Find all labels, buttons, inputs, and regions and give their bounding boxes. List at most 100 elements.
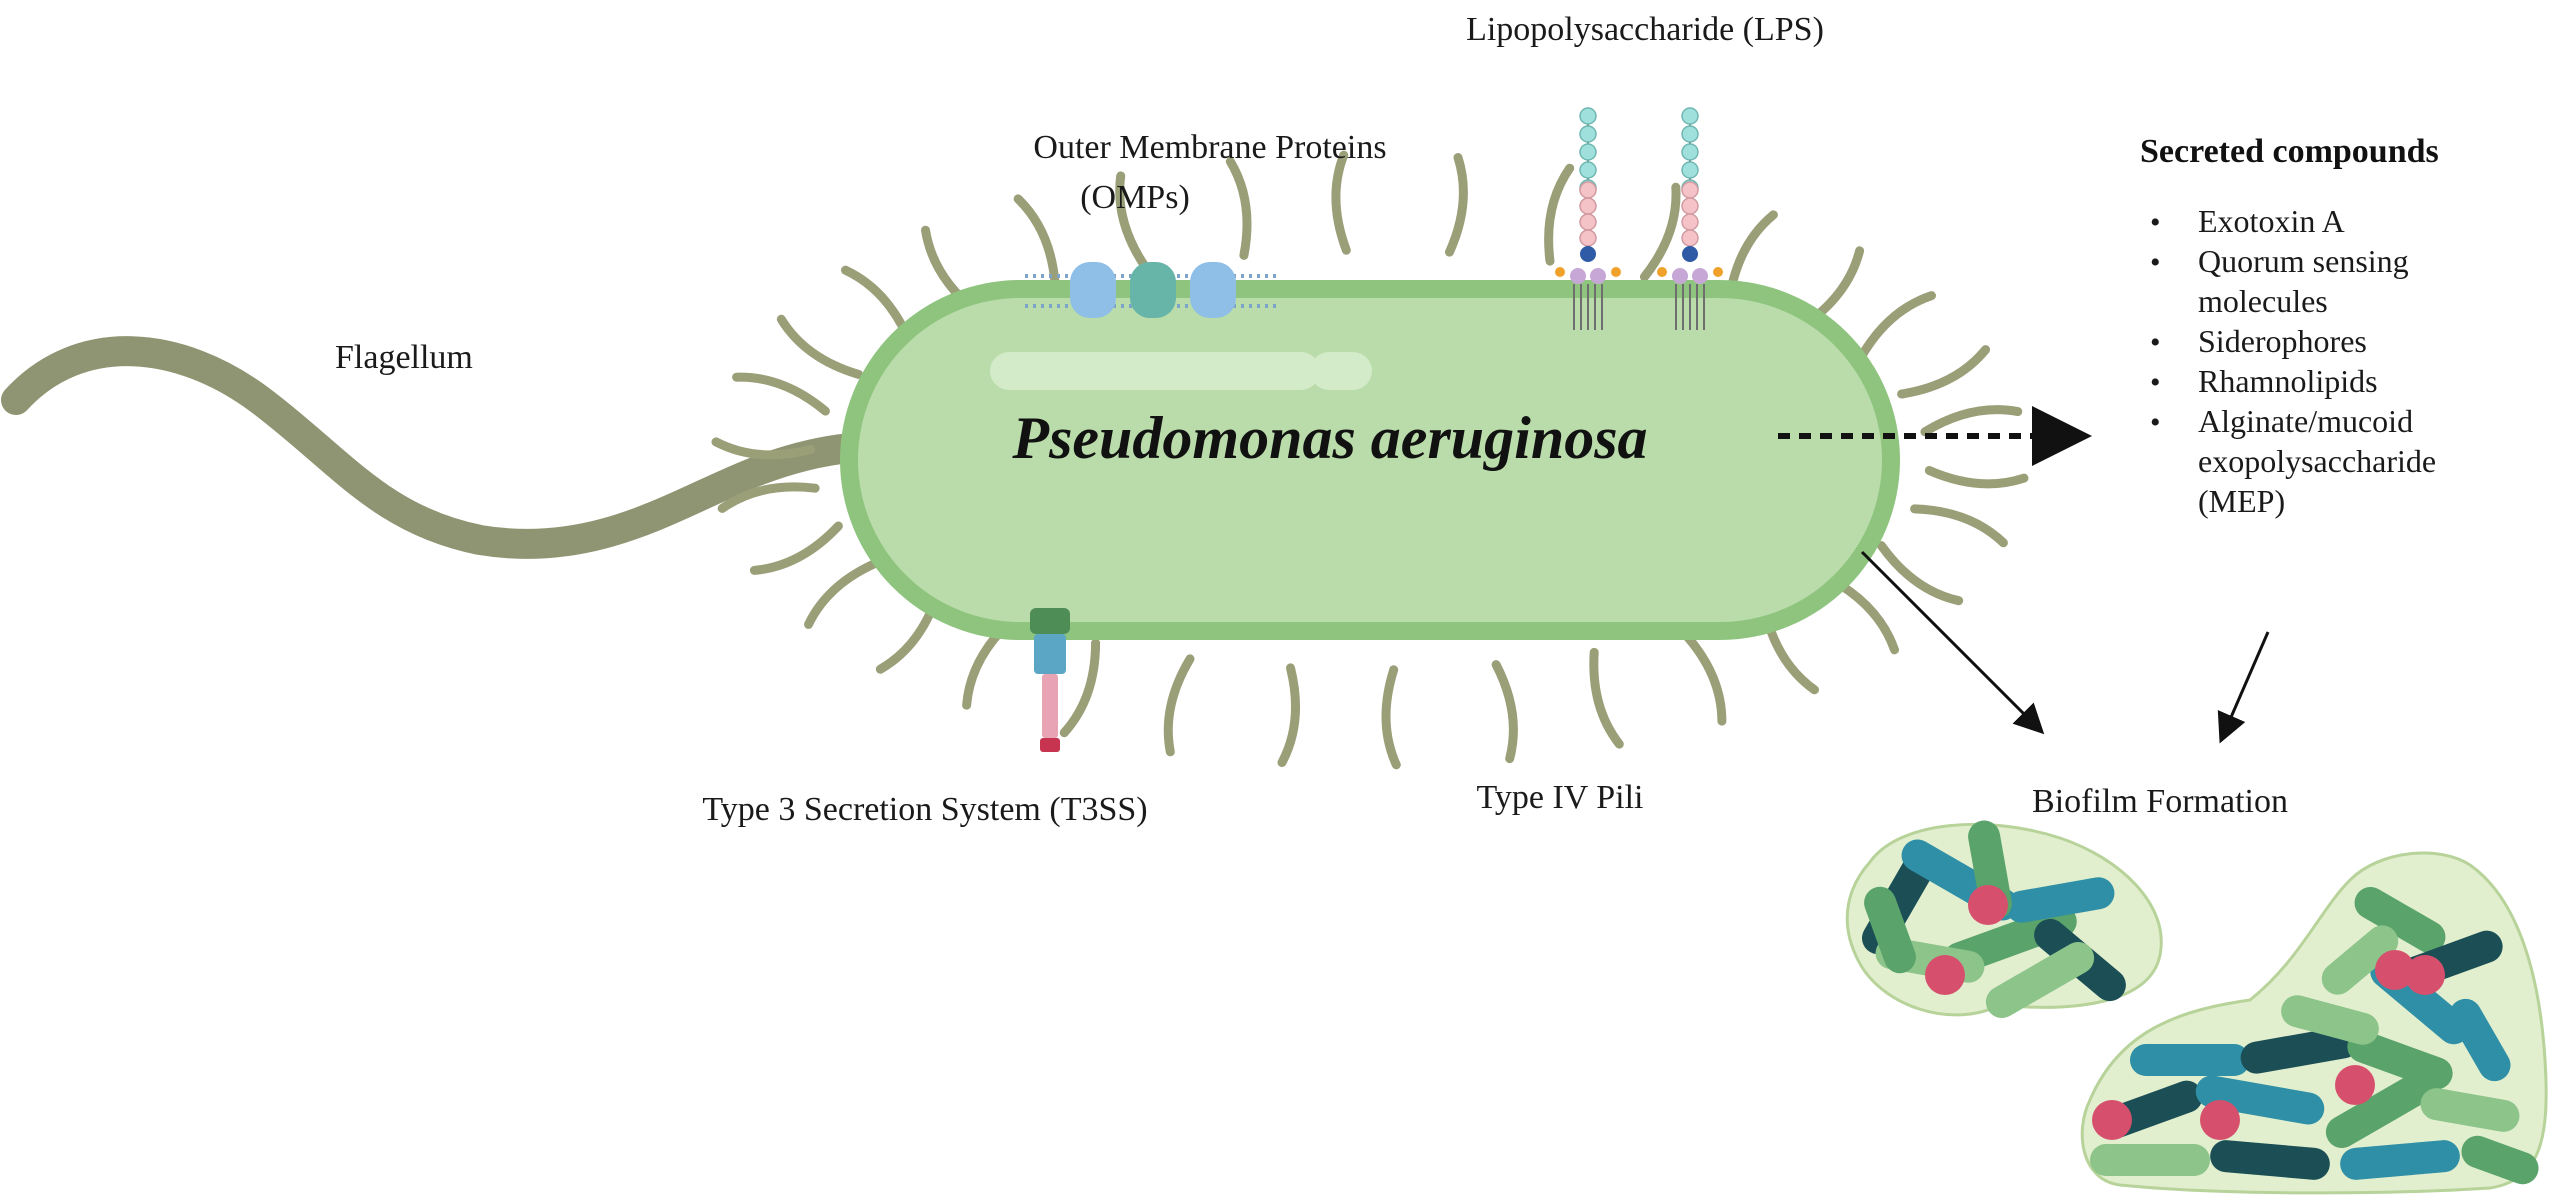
biofilm-cell-round — [2092, 1100, 2132, 1140]
secreted-bullet: • — [2150, 246, 2161, 279]
lps-sugar — [1681, 229, 1699, 247]
pilus — [1855, 291, 1936, 363]
biofilm-bacterium — [2195, 1075, 2325, 1125]
secreted-item-4: Alginate/mucoid — [2198, 403, 2413, 439]
lps-sugar — [1579, 143, 1597, 161]
organism-name: Pseudomonas aeruginosa — [1011, 405, 1647, 471]
lps-lipid-head — [1672, 268, 1688, 284]
lps-sugar — [1681, 125, 1699, 143]
pilus — [1115, 171, 1151, 273]
secreted-item-4: (MEP) — [2198, 483, 2285, 519]
lps-sugar — [1681, 197, 1699, 215]
pilus — [1639, 182, 1681, 282]
pilus — [1920, 405, 2023, 437]
pilus — [1331, 150, 1351, 255]
secreted-item-1: molecules — [2198, 283, 2328, 319]
secreted-bullet: • — [2150, 406, 2161, 439]
lps-sugar — [1579, 125, 1597, 143]
pilus — [776, 314, 864, 379]
pilus — [749, 521, 843, 575]
pilus — [1544, 163, 1575, 266]
biofilm-cell-round — [1925, 955, 1965, 995]
secreted-bullet: • — [2150, 206, 2161, 239]
cell-highlight — [990, 352, 1320, 390]
secreted-heading: Secreted compounds — [2140, 133, 2439, 170]
pilus — [1163, 654, 1195, 757]
biofilm-cell-round — [2375, 950, 2415, 990]
biofilm-bacterium — [2321, 925, 2399, 995]
biofilm-bacterium — [2005, 877, 2115, 923]
lps-chain — [1657, 107, 1723, 330]
cell-to-biofilm-arrow — [1860, 550, 2045, 735]
lipopolysaccharide — [1555, 107, 1723, 330]
biofilm-bacterium — [2130, 1044, 2250, 1076]
lps-sugar — [1579, 229, 1597, 247]
pilus — [717, 482, 820, 513]
lps-core — [1580, 246, 1596, 262]
lps-lipid-head — [1570, 268, 1586, 284]
biofilm-bacterium — [2281, 995, 2379, 1045]
biofilm-bacterium — [2325, 1072, 2435, 1148]
cell-highlight — [1310, 352, 1372, 390]
lps-phosphate — [1555, 267, 1565, 277]
lps-sugar — [1579, 213, 1597, 231]
pilus — [1924, 466, 2029, 489]
biofilm-cell-round — [2405, 955, 2445, 995]
lps-sugar — [1579, 107, 1597, 125]
biofilm-bacterium — [1985, 942, 2095, 1019]
pilus — [1277, 663, 1301, 767]
biofilm-cell-round — [2335, 1065, 2375, 1105]
secreted-item-1: Quorum sensing — [2198, 243, 2409, 279]
omp-channel — [1130, 262, 1176, 318]
lps-lipid-head — [1590, 268, 1606, 284]
pilus — [1225, 156, 1252, 260]
biofilm-bacterium — [2090, 1144, 2210, 1176]
label-flagellum: Flagellum — [335, 339, 473, 376]
t3ss-needle — [1042, 674, 1058, 738]
label-omp: (OMPs) — [1080, 179, 1190, 216]
label-pili: Type IV Pili — [1477, 779, 1644, 816]
omp-channel — [1190, 262, 1236, 318]
label-t3ss: Type 3 Secretion System (T3SS) — [702, 791, 1147, 828]
lps-chain — [1555, 107, 1621, 330]
flagellum — [1, 336, 865, 559]
secreted-bullet: • — [2150, 366, 2161, 399]
biofilm-bacterium — [2354, 887, 2446, 953]
t3ss-base — [1030, 608, 1070, 634]
secreted-item-0: Exotoxin A — [2198, 203, 2345, 239]
pilus — [1381, 665, 1401, 770]
biofilm-cell-round — [2200, 1100, 2240, 1140]
secreted-item-4: exopolysaccharide — [2198, 443, 2436, 479]
pilus — [1680, 629, 1727, 726]
biofilm-bacterium — [2449, 998, 2511, 1082]
t3ss-tip — [1040, 738, 1060, 752]
lps-phosphate — [1713, 267, 1723, 277]
pilus — [1589, 647, 1624, 749]
lps-phosphate — [1657, 267, 1667, 277]
secreted-item-2: Siderophores — [2198, 323, 2367, 359]
label-lps: Lipopolysaccharide (LPS) — [1466, 11, 1824, 48]
secreted-item-3: Rhamnolipids — [2198, 363, 2378, 399]
biofilm-cell-round — [1968, 885, 2008, 925]
biofilm-illustration — [1845, 820, 2548, 1195]
omp-channel — [1070, 262, 1116, 318]
lps-lipid-head — [1692, 268, 1708, 284]
biofilm-bacterium — [1864, 886, 1916, 974]
pilus — [1445, 153, 1468, 257]
type-3-secretion-system — [1030, 608, 1070, 752]
bacterium-cell — [840, 280, 1900, 640]
secreted-compounds-list: Secreted compounds • Exotoxin A • Quorum se… — [2140, 133, 2439, 519]
lps-sugar — [1681, 181, 1699, 199]
pilus — [804, 557, 885, 629]
lps-sugar — [1579, 181, 1597, 199]
lps-core — [1682, 246, 1698, 262]
lps-sugar — [1681, 107, 1699, 125]
t3ss-ring — [1034, 634, 1066, 674]
pilus — [1897, 345, 1991, 399]
lps-sugar — [1681, 213, 1699, 231]
biofilm-bacterium — [2340, 1140, 2460, 1180]
biofilm-bacterium — [2240, 1026, 2360, 1074]
lps-phosphate — [1611, 267, 1621, 277]
lps-sugar — [1579, 161, 1597, 179]
